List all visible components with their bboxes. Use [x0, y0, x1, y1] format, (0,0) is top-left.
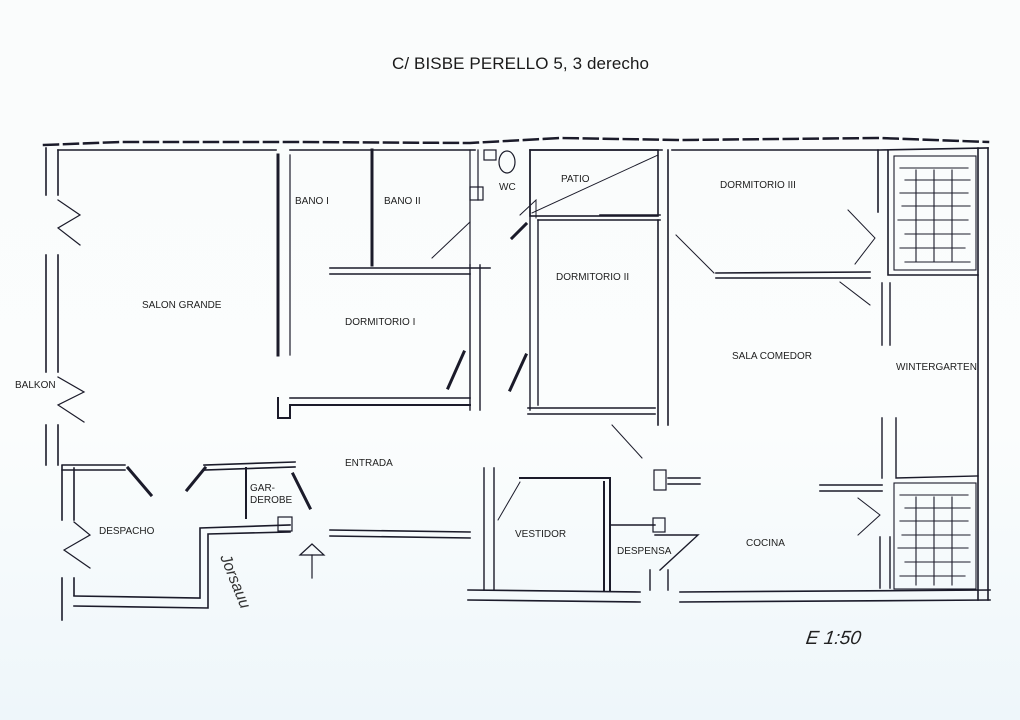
room-label-balkon: BALKON: [15, 380, 56, 391]
room-label-garderobe-line2: DEROBE: [250, 495, 293, 506]
room-label-dormitorio-3: DORMITORIO III: [720, 180, 796, 191]
room-label-garderobe-line1: GAR-: [250, 483, 275, 494]
room-label-wc: WC: [499, 182, 516, 193]
room-label-vestidor: VESTIDOR: [515, 529, 567, 540]
scale-label: E 1:50: [804, 628, 863, 649]
room-label-bano-2: BANO II: [384, 196, 421, 207]
room-label-salon-grande: SALON GRANDE: [142, 300, 222, 311]
room-label-sala-comedor: SALA COMEDOR: [732, 351, 813, 362]
room-label-dormitorio-2: DORMITORIO II: [556, 272, 630, 283]
plan-title: C/ BISBE PERELLO 5, 3 derecho: [392, 54, 650, 73]
room-label-despensa: DESPENSA: [617, 546, 672, 557]
room-label-cocina: COCINA: [746, 538, 785, 549]
room-label-patio: PATIO: [561, 174, 590, 185]
room-label-bano-1: BANO I: [295, 196, 329, 207]
room-label-wintergarten: WINTERGARTEN: [896, 362, 977, 373]
room-label-dormitorio-1: DORMITORIO I: [345, 317, 416, 328]
room-label-entrada: ENTRADA: [345, 458, 393, 469]
room-label-despacho: DESPACHO: [99, 526, 155, 537]
